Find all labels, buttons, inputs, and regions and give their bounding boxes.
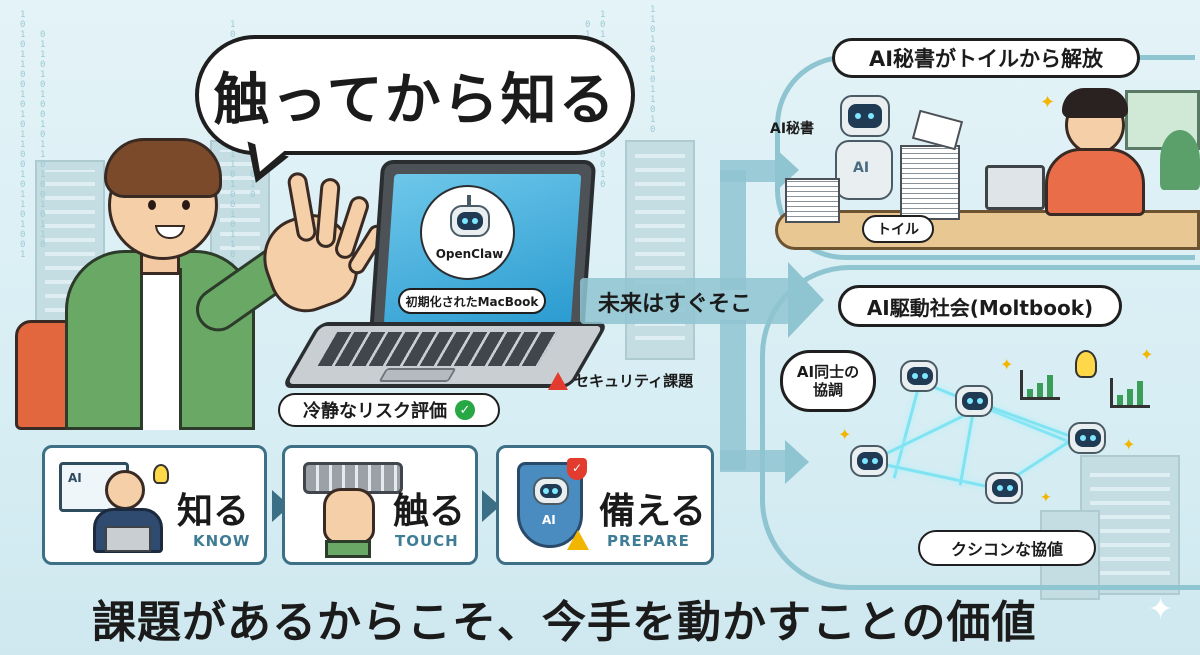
sparkle-icon: ✦: [1000, 355, 1014, 374]
headline-text: 触ってから知る: [213, 67, 617, 133]
ai-secretary-robot: [840, 95, 890, 137]
check-icon: ✓: [455, 400, 475, 420]
step-card-touch: 触る TOUCH: [282, 445, 478, 565]
shield-badge: AI: [542, 513, 556, 527]
shield-check-icon: ✓: [567, 458, 587, 480]
panel-bottom-footer-text: クシコンな協値: [950, 540, 1063, 559]
panel-bottom-footer: クシコンな協値: [918, 530, 1096, 566]
robot-badge: AI: [853, 160, 870, 176]
sparkle-icon: ✦: [1122, 435, 1136, 454]
lightbulb-icon: [1075, 350, 1097, 378]
step-sub-know: KNOW: [193, 532, 251, 550]
future-label: 未来はすぐそこ: [598, 292, 753, 317]
step-card-know: AI 知る KNOW: [42, 445, 267, 565]
coop-label-text: AI同士の協調: [796, 363, 860, 399]
growth-chart-icon: [1020, 370, 1060, 400]
step-card-prepare: AI ✓ 備える PREPARE: [496, 445, 714, 565]
panel-bottom-title-text: AI駆動社会(Moltbook): [866, 295, 1094, 320]
sparkle-icon: ✦: [1040, 92, 1056, 113]
sparkle-icon: ✦: [1148, 592, 1174, 627]
toil-label-text: トイル: [877, 222, 919, 238]
network-robot: [1068, 422, 1106, 454]
secretary-label: AI秘書: [770, 121, 815, 137]
step-title-know: 知る: [177, 491, 250, 532]
lightbulb-icon: [153, 464, 169, 484]
hand-icon: [323, 488, 375, 544]
network-robot: [955, 385, 993, 417]
step-title-prepare: 備える: [599, 491, 706, 532]
network-robot: [900, 360, 938, 392]
person-laptop-icon: [105, 470, 145, 510]
panel-top-title: AI秘書がトイルから解放: [832, 38, 1140, 78]
headline-bubble: 触ってから知る: [195, 35, 635, 155]
calm-risk-label: 冷静なリスク評価 ✓: [278, 393, 500, 427]
growth-chart-icon: [1110, 378, 1150, 408]
warning-icon: [548, 371, 568, 390]
laptop-caption-text: 初期化されたMacBook: [405, 294, 539, 309]
openclaw-name: OpenClaw: [435, 247, 504, 261]
panel-bottom-title: AI駆動社会(Moltbook): [838, 285, 1122, 327]
book-badge: AI: [68, 471, 82, 485]
warning-icon: [567, 530, 589, 550]
chevron-right-icon: [482, 490, 500, 522]
panel-top-title-text: AI秘書がトイルから解放: [868, 47, 1104, 71]
coop-bubble: AI同士の協調: [780, 350, 876, 412]
tagline: 課題があるからこそ、今手を動かすことの価値: [92, 597, 1037, 648]
laptop-caption: 初期化されたMacBook: [398, 288, 546, 314]
openclaw-logo: OpenClaw: [420, 185, 515, 280]
sparkle-icon: ✦: [838, 425, 852, 444]
step-sub-touch: TOUCH: [395, 532, 459, 550]
step-title-touch: 触る: [393, 491, 466, 532]
sparkle-icon: ✦: [1040, 490, 1052, 506]
calm-risk-text: 冷静なリスク評価: [303, 401, 447, 422]
network-robot: [985, 472, 1023, 504]
security-warning: セキュリティ課題: [548, 370, 693, 391]
step-sub-prepare: PREPARE: [607, 532, 690, 550]
toil-label: トイル: [862, 215, 934, 243]
sparkle-icon: ✦: [1140, 345, 1154, 364]
security-issue-text: セキュリティ課題: [574, 372, 694, 390]
network-robot: [850, 445, 888, 477]
